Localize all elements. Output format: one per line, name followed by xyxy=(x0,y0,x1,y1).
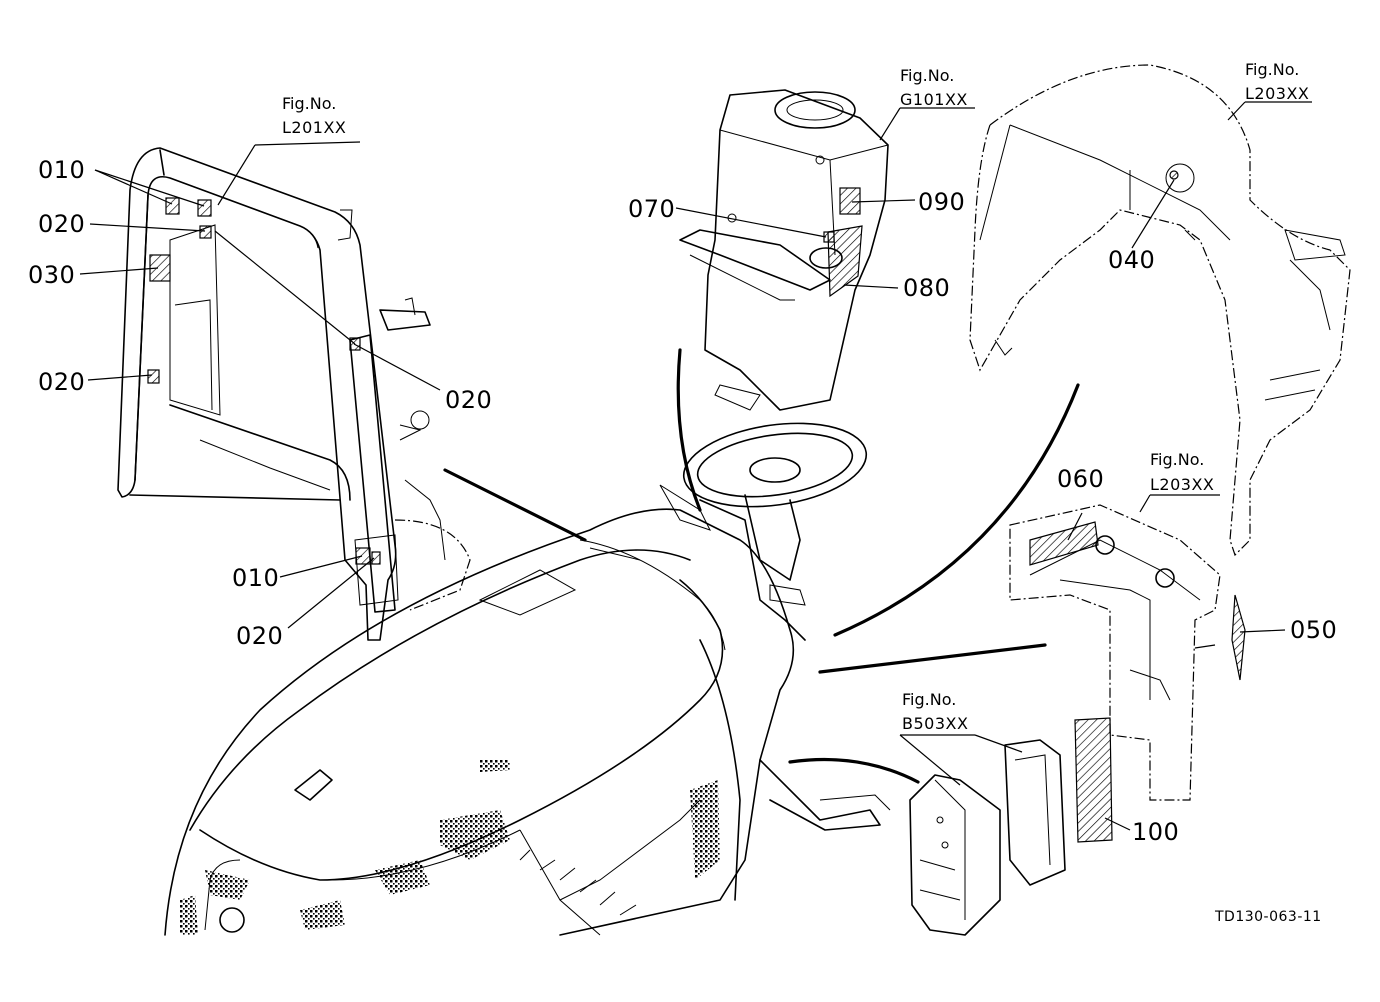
callout-010-top: 010 xyxy=(38,156,86,184)
leader-lines xyxy=(79,101,1312,831)
callout-020-top: 020 xyxy=(38,210,86,238)
tractor-body xyxy=(164,508,795,936)
callout-020-frame: 020 xyxy=(445,386,493,414)
dash-cover xyxy=(679,89,889,411)
callout-040: 040 xyxy=(1108,246,1156,274)
fig-ref-l201-caption: Fig.No. xyxy=(282,94,337,113)
callout-100: 100 xyxy=(1132,818,1180,846)
callout-050: 050 xyxy=(1290,616,1338,644)
callout-060: 060 xyxy=(1057,465,1105,493)
steering-assembly xyxy=(659,422,891,831)
callout-020-left: 020 xyxy=(38,368,86,396)
callout-080: 080 xyxy=(903,274,951,302)
rear-fender-cover xyxy=(969,64,1351,557)
callout-010-bottom: 010 xyxy=(232,564,280,592)
callout-030: 030 xyxy=(28,261,76,289)
lower-bracket xyxy=(909,717,1113,936)
drawing-code: TD130-063-11 xyxy=(1215,909,1322,925)
assembly-arrows xyxy=(443,348,1080,784)
fig-ref-b503-caption: Fig.No. xyxy=(902,690,957,709)
fig-ref-l203-top-code: L203XX xyxy=(1245,84,1310,103)
fig-ref-g101-code: G101XX xyxy=(900,90,968,109)
fig-ref-b503-code: B503XX xyxy=(902,714,969,733)
fig-ref-g101-caption: Fig.No. xyxy=(900,66,955,85)
rops-frame xyxy=(117,147,471,641)
callout-070: 070 xyxy=(628,195,676,223)
fig-ref-l203-mid-code: L203XX xyxy=(1150,475,1215,494)
fig-ref-l201-code: L201XX xyxy=(282,118,347,137)
callout-020-bottom: 020 xyxy=(236,622,284,650)
fig-ref-l203-mid-caption: Fig.No. xyxy=(1150,450,1205,469)
callout-090: 090 xyxy=(918,188,966,216)
fig-ref-l203-top-caption: Fig.No. xyxy=(1245,60,1300,79)
side-panel-cover xyxy=(1009,504,1246,801)
